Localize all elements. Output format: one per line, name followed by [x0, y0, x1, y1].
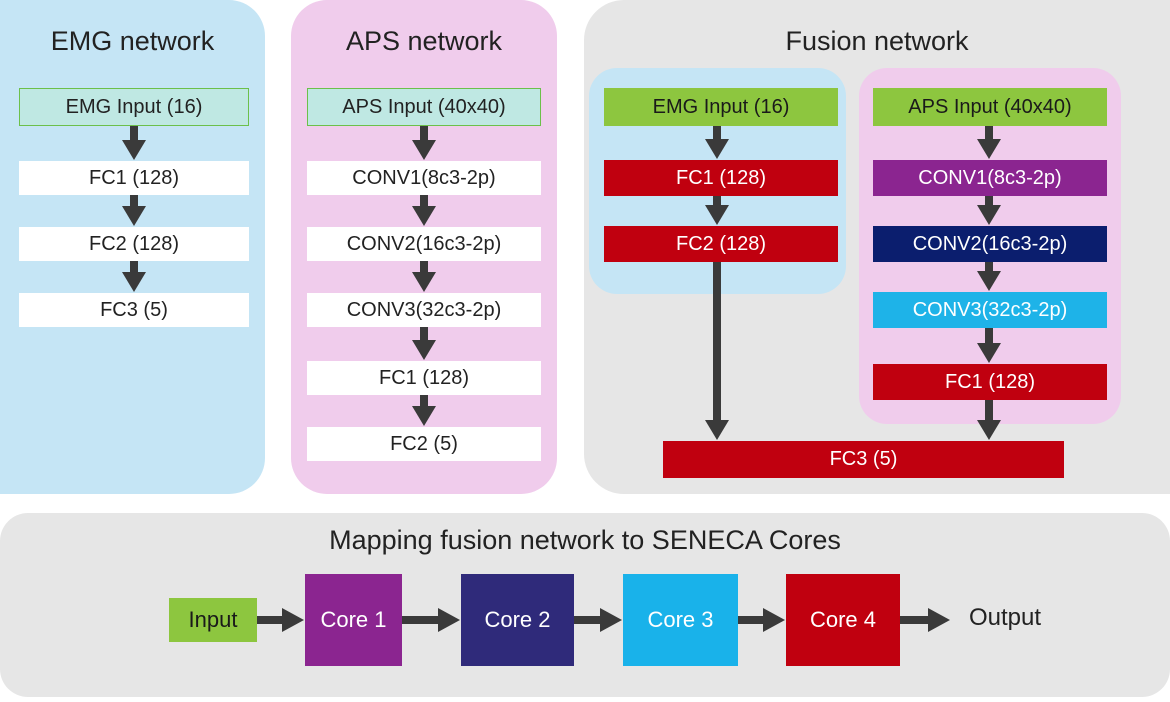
mapping-output-label: Output [968, 604, 1042, 631]
core-2-block: Core 2 [461, 574, 574, 666]
aps-fc2-block: FC2 (5) [307, 427, 541, 461]
fusion-network-title: Fusion network [785, 26, 969, 56]
mapping-title: Mapping fusion network to SENECA Cores [329, 525, 841, 555]
fusion-aps-conv1-block: CONV1(8c3-2p) [873, 160, 1107, 196]
emg-input-block: EMG Input (16) [19, 88, 249, 126]
aps-conv2-block: CONV2(16c3-2p) [307, 227, 541, 261]
emg-fc1-block: FC1 (128) [19, 161, 249, 195]
emg-fc3-block: FC3 (5) [19, 293, 249, 327]
aps-network-title: APS network [345, 26, 503, 56]
fusion-aps-conv2-block: CONV2(16c3-2p) [873, 226, 1107, 262]
core-1-block: Core 1 [305, 574, 402, 666]
aps-conv3-block: CONV3(32c3-2p) [307, 293, 541, 327]
aps-conv1-block: CONV1(8c3-2p) [307, 161, 541, 195]
fusion-aps-conv3-block: CONV3(32c3-2p) [873, 292, 1107, 328]
emg-network-title: EMG network [50, 26, 215, 56]
mapping-input-block: Input [169, 598, 257, 642]
aps-input-block: APS Input (40x40) [307, 88, 541, 126]
core-3-block: Core 3 [623, 574, 738, 666]
fusion-emg-input-block: EMG Input (16) [604, 88, 838, 126]
fusion-emg-fc2-block: FC2 (128) [604, 226, 838, 262]
core-4-block: Core 4 [786, 574, 900, 666]
fusion-aps-input-block: APS Input (40x40) [873, 88, 1107, 126]
emg-fc2-block: FC2 (128) [19, 227, 249, 261]
aps-fc1-block: FC1 (128) [307, 361, 541, 395]
fusion-aps-fc1-block: FC1 (128) [873, 364, 1107, 400]
fusion-emg-fc1-block: FC1 (128) [604, 160, 838, 196]
fusion-fc3-block: FC3 (5) [663, 441, 1064, 478]
